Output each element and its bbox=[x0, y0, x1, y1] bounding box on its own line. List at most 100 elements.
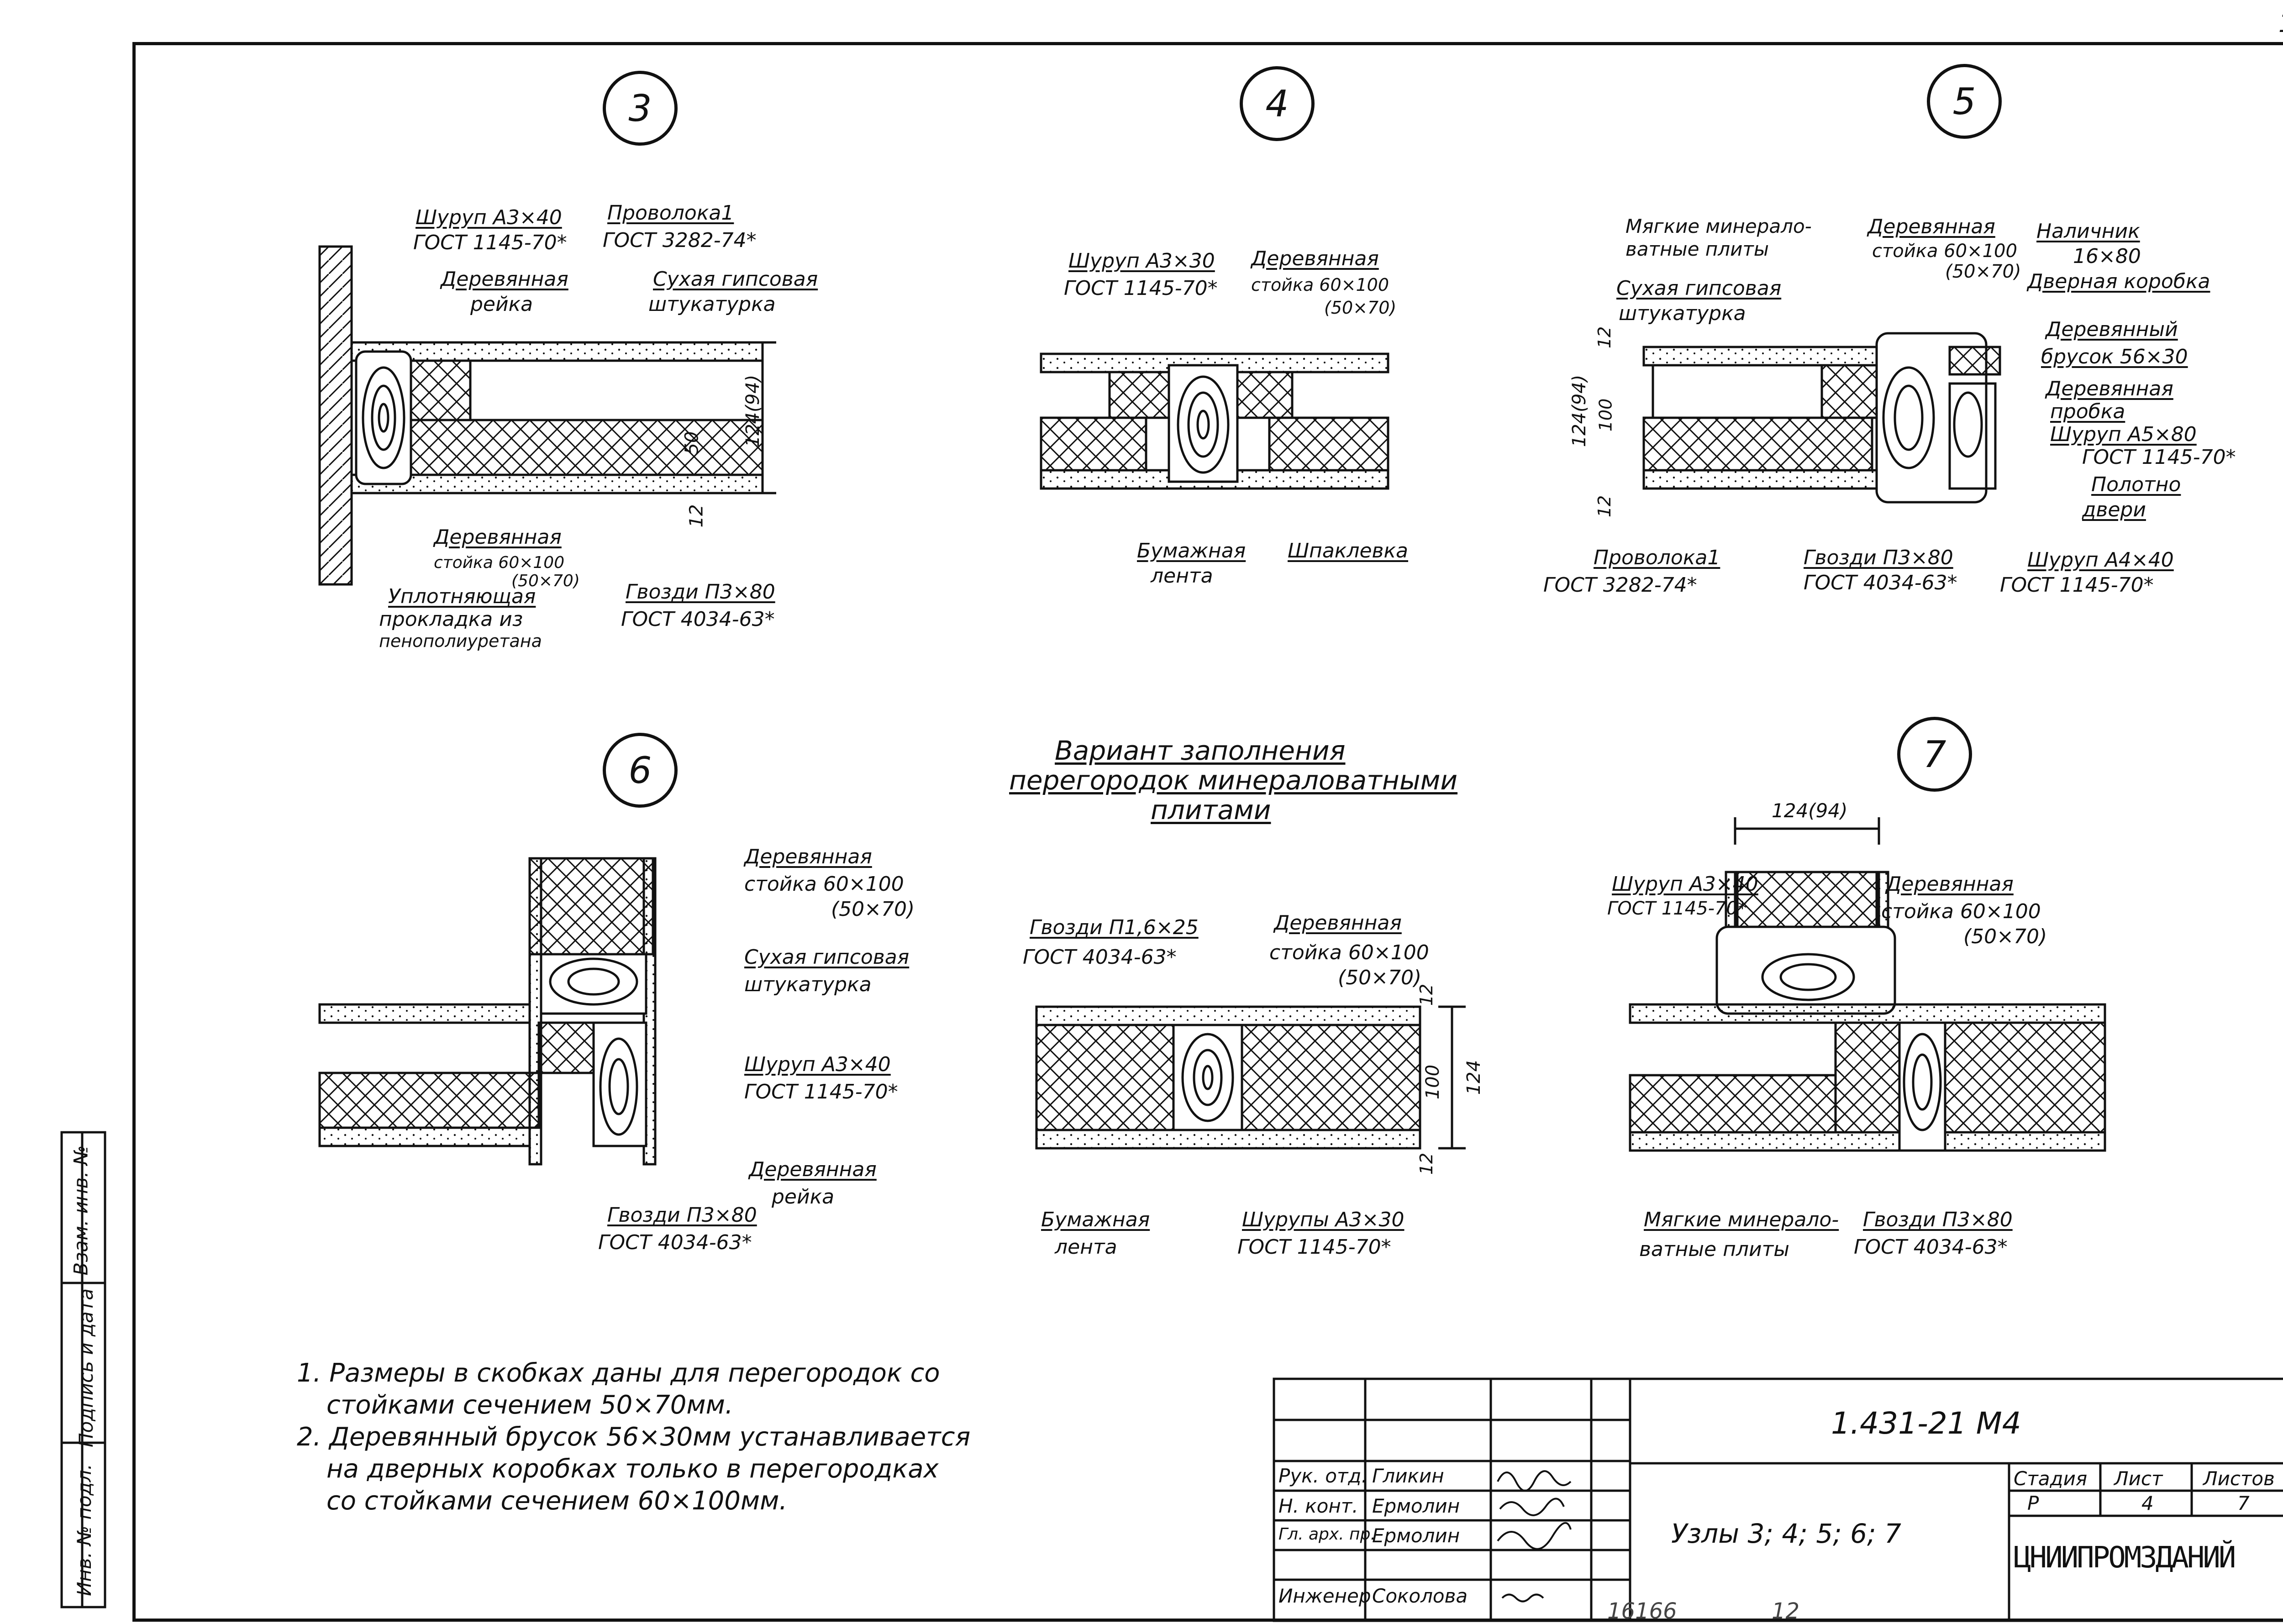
node-5-number: 5 bbox=[1927, 64, 2002, 139]
node-3-number: 3 bbox=[603, 71, 678, 146]
staff-name: Соколова bbox=[1372, 1585, 1468, 1607]
note-line: стойками сечением 50×70мм. bbox=[326, 1390, 733, 1420]
node-6-label: ГОСТ 1145-70* bbox=[744, 1080, 898, 1104]
node-6-label: Сухая гипсовая bbox=[744, 946, 910, 969]
node-3-dim: 50 bbox=[681, 431, 703, 455]
node-5-label: ватные плиты bbox=[1625, 238, 1769, 260]
variant-label: Деревянная bbox=[1274, 911, 1402, 935]
variant-label: Шурупы А3×30 bbox=[1242, 1208, 1405, 1231]
node-6-drawing bbox=[318, 857, 657, 1166]
side-stamp-label: Инв. № подл. bbox=[73, 1464, 95, 1596]
node-5-label: (50×70) bbox=[1945, 261, 2021, 282]
node-7-label: ГОСТ 1145-70* bbox=[1607, 898, 1747, 919]
node-3-label: Шуруп А3×40 bbox=[416, 206, 562, 229]
node-4-label: ГОСТ 1145-70* bbox=[1064, 277, 1218, 300]
node-7-drawing bbox=[1629, 817, 2106, 1152]
node-6-label: стойка 60×100 bbox=[744, 872, 904, 896]
node-6-label: штукатурка bbox=[744, 973, 872, 996]
node-4-label: (50×70) bbox=[1324, 298, 1397, 318]
node-4-label: Шпаклевка bbox=[1288, 539, 1409, 562]
node-3-dim: 12 bbox=[686, 504, 707, 528]
node-6-number: 6 bbox=[603, 733, 678, 808]
node-3-label: стойка 60×100 bbox=[434, 553, 565, 572]
note-line: 2. Деревянный брусок 56×30мм устанавлива… bbox=[297, 1422, 971, 1452]
node-7-label: Шуруп А3×40 bbox=[1612, 872, 1758, 896]
node-6-label: Деревянная bbox=[749, 1158, 877, 1181]
node-7-number: 7 bbox=[1897, 717, 1972, 792]
node-6-label: Гвозди П3×80 bbox=[607, 1204, 757, 1227]
node-5-label: брусок 56×30 bbox=[2041, 345, 2188, 368]
sheet-frame bbox=[132, 42, 2283, 1622]
node-5-label: пробка bbox=[2050, 400, 2125, 423]
node-5-label: Деревянная bbox=[1867, 215, 1995, 238]
node-4-label: лента bbox=[1151, 564, 1213, 588]
node-5-label: 16×80 bbox=[2073, 245, 2141, 268]
node-5-label: Проволока1 bbox=[1594, 546, 1720, 569]
node-6-label: ГОСТ 4034-63* bbox=[598, 1231, 752, 1254]
sheet-title: Узлы 3; 4; 5; 6; 7 bbox=[1671, 1518, 1901, 1549]
node-3-label: ГОСТ 1145-70* bbox=[413, 231, 567, 254]
node-5-label: ГОСТ 4034-63* bbox=[1804, 571, 1957, 594]
node-6-label: рейка bbox=[772, 1185, 835, 1209]
node-5-dim: 12 bbox=[1594, 495, 1615, 518]
node-7-label: Мягкие минерало- bbox=[1644, 1208, 1839, 1231]
side-stamp-grid bbox=[60, 1131, 106, 1608]
node-5-label: Полотно bbox=[2091, 473, 2181, 496]
side-stamp-label: Подпись и дата bbox=[74, 1288, 97, 1447]
node-7-label: Гвозди П3×80 bbox=[1863, 1208, 2013, 1231]
node-5-label: Деревянный bbox=[2046, 318, 2178, 341]
side-stamp-label: Взам. инв. № bbox=[69, 1145, 92, 1276]
staff-role: Н. конт. bbox=[1278, 1495, 1358, 1517]
staff-name: Ермолин bbox=[1372, 1524, 1460, 1547]
node-3-label: Деревянная bbox=[434, 526, 562, 549]
node-5-drawing bbox=[1642, 332, 2001, 504]
node-3-label: ГОСТ 3282-74* bbox=[603, 229, 757, 252]
node-5-dim: 12 bbox=[1594, 326, 1615, 349]
node-5-label: Наличник bbox=[2036, 220, 2140, 243]
node-3-label: пенополиуретана bbox=[379, 631, 542, 651]
stage-value: Р bbox=[2027, 1492, 2039, 1514]
node-7-label: (50×70) bbox=[1963, 925, 2047, 948]
node-7-label: стойка 60×100 bbox=[1881, 900, 2041, 923]
node-3-drawing bbox=[318, 245, 776, 586]
note-line: со стойками сечением 60×100мм. bbox=[326, 1486, 788, 1516]
page-mark: 12 bbox=[2278, 11, 2283, 36]
node-3-label: Сухая гипсовая bbox=[653, 268, 818, 291]
variant-dim: 12 bbox=[1416, 983, 1437, 1006]
node-4-label: Шуруп А3×30 bbox=[1068, 249, 1215, 273]
variant-dim: 124 bbox=[1463, 1060, 1485, 1095]
node-5-label: Мягкие минерало- bbox=[1625, 215, 1812, 237]
staff-role: Рук. отд. bbox=[1278, 1465, 1368, 1487]
node-5-label: двери bbox=[2082, 498, 2146, 521]
sheets-value: 7 bbox=[2237, 1492, 2250, 1514]
node-3-label: Проволока1 bbox=[607, 201, 734, 225]
node-3-label: Гвозди П3×80 bbox=[626, 580, 775, 604]
sheet-value: 4 bbox=[2141, 1492, 2154, 1514]
node-5-label: Деревянная bbox=[2046, 377, 2173, 400]
node-7-label: Деревянная bbox=[1886, 872, 2014, 896]
node-5-label: ГОСТ 1145-70* bbox=[2000, 573, 2154, 597]
node-5-label: стойка 60×100 bbox=[1872, 241, 2017, 262]
staff-role: Инженер bbox=[1278, 1585, 1371, 1607]
variant-label: Бумажная bbox=[1041, 1208, 1150, 1231]
node-5-label: Сухая гипсовая bbox=[1616, 277, 1782, 300]
node-5-label: штукатурка bbox=[1619, 302, 1746, 325]
node-3-label: рейка bbox=[470, 293, 533, 316]
variant-label: лента bbox=[1055, 1235, 1117, 1259]
variant-title-line: перегородок минераловатными bbox=[1009, 765, 1458, 796]
bottom-mark: 12 bbox=[1772, 1598, 1800, 1624]
node-6-label: Деревянная bbox=[744, 845, 872, 868]
node-7-dim: 124(94) bbox=[1772, 799, 1848, 822]
node-5-label: ГОСТ 3282-74* bbox=[1543, 573, 1697, 597]
organization: ЦНИИПРОМЗДАНИЙ bbox=[2014, 1541, 2236, 1575]
node-3-label: ГОСТ 4034-63* bbox=[621, 608, 775, 631]
node-3-label: (50×70) bbox=[511, 572, 580, 590]
node-3-dim: 124(94) bbox=[742, 374, 764, 447]
node-6-label: Шуруп А3×40 bbox=[744, 1053, 891, 1076]
stage-header: Стадия bbox=[2014, 1467, 2088, 1490]
node-3-label: Деревянная bbox=[441, 268, 568, 291]
variant-label: Гвозди П1,6×25 bbox=[1030, 916, 1199, 939]
variant-dim: 12 bbox=[1416, 1152, 1437, 1175]
variant-label: стойка 60×100 bbox=[1269, 941, 1429, 964]
